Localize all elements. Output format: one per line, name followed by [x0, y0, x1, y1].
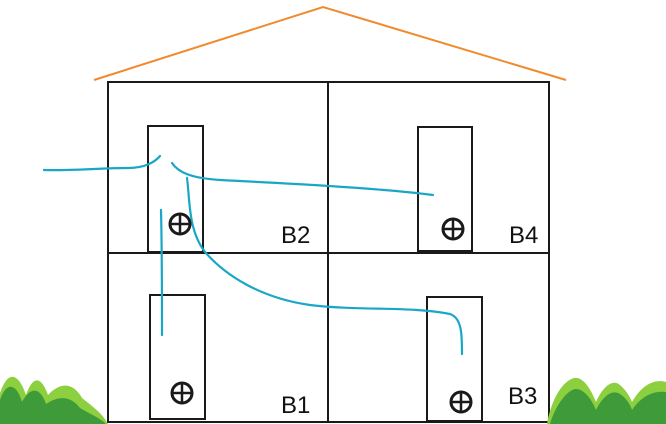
grass-tuft-icon	[0, 376, 108, 424]
cable-network	[42, 154, 464, 356]
room-label-b2: B2	[281, 222, 310, 249]
outlet-icon	[441, 217, 465, 241]
cable-to-b3	[185, 176, 464, 356]
room-label-b1: B1	[281, 392, 310, 419]
room-label-b3: B3	[508, 383, 537, 410]
outlet-icon	[449, 390, 473, 414]
cable-to-b4	[170, 161, 435, 197]
grass-tuft-icon	[547, 377, 666, 424]
cable-incoming	[42, 154, 162, 172]
roof-line	[93, 5, 567, 81]
cable-down-b1	[159, 208, 164, 337]
outlet-icon	[170, 381, 194, 405]
outlet-icon	[168, 212, 192, 236]
room-label-b4: B4	[509, 222, 538, 249]
